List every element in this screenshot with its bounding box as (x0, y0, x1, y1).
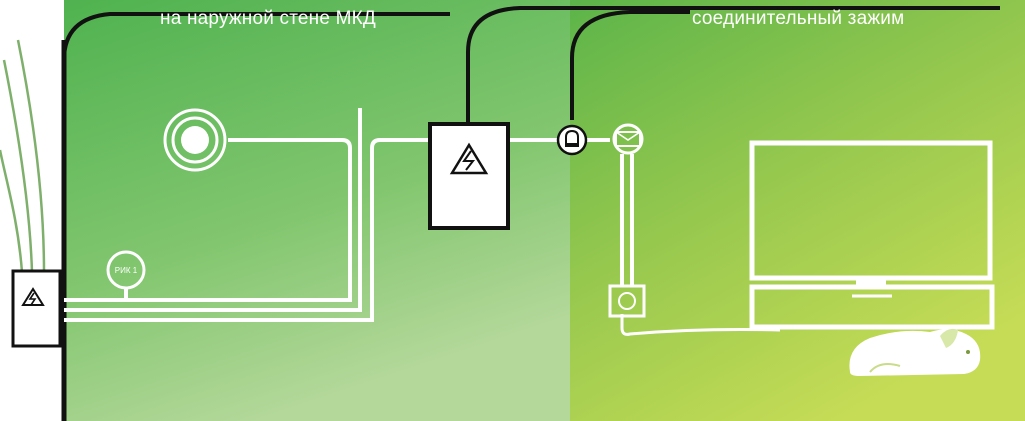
caption-outer-wall: на наружной стене МКД (160, 8, 376, 29)
callout-line-clamp (570, 10, 690, 120)
meter-icon: РИК 1 (106, 250, 146, 290)
meter-label: РИК 1 (115, 266, 138, 275)
dog-icon (849, 328, 981, 376)
lamp-wire (64, 138, 352, 302)
incoming-wire-1 (0, 149, 24, 273)
callout-line-left (62, 12, 450, 140)
outside-zone (0, 0, 64, 421)
riser-wire-1 (64, 108, 362, 312)
outside-junction-box (11, 269, 62, 348)
riser-wire-3 (64, 148, 374, 322)
outlet-icon (608, 284, 646, 318)
incoming-wire-2 (2, 59, 34, 273)
lamp-icon (163, 108, 227, 172)
high-voltage-icon (21, 287, 45, 306)
tv-icon (749, 140, 995, 330)
mail-icon (612, 123, 644, 155)
callout-line-panel (466, 6, 1000, 126)
bulb-icon (556, 124, 588, 156)
apartment-panel (428, 122, 510, 230)
caption-connection-clamp: соединительный зажим (692, 8, 905, 29)
riser-wire-2 (370, 138, 428, 149)
high-voltage-icon (449, 142, 489, 175)
incoming-wire-3 (16, 39, 46, 273)
tv-cable (620, 314, 781, 336)
white-wires (64, 108, 781, 336)
